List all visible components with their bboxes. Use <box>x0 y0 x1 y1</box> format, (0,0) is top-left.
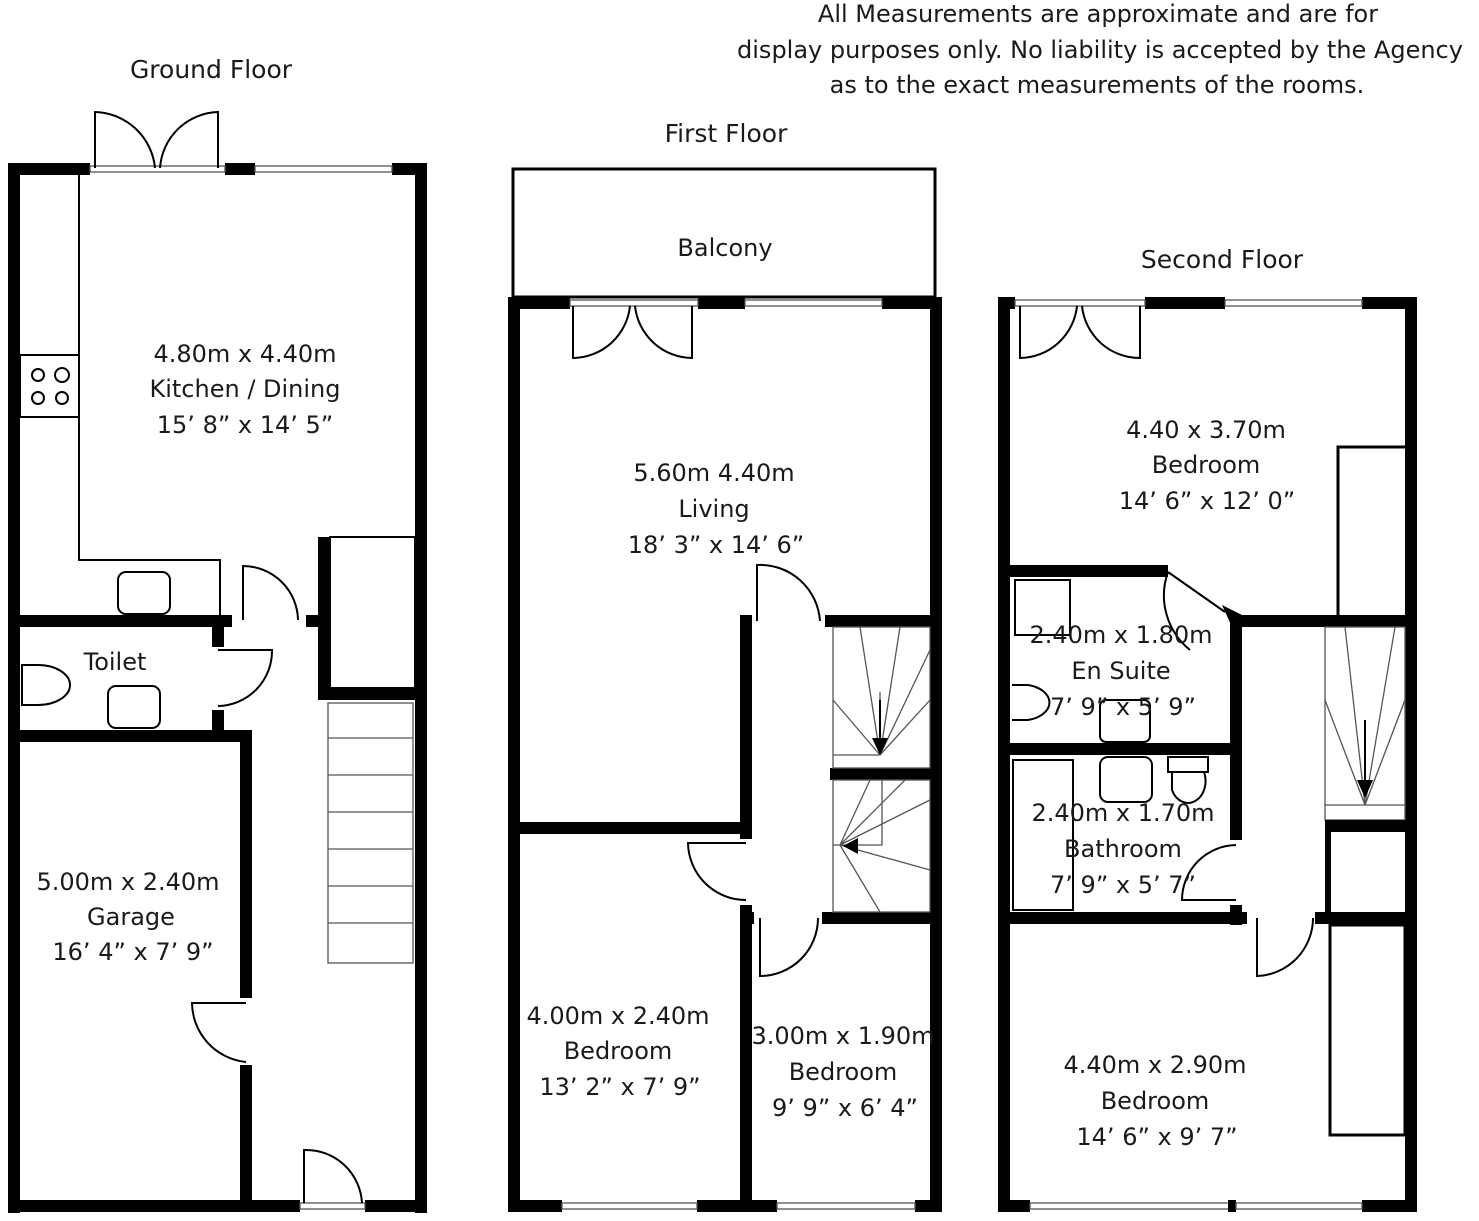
floor-title: Second Floor <box>1141 245 1304 274</box>
room-label: 4.80m x 4.40m <box>153 340 336 368</box>
shower-icon <box>1014 579 1071 636</box>
room-label: 4.00m x 2.40m <box>526 1002 709 1030</box>
door-icon <box>217 649 274 707</box>
room-label: 16’ 4” x 7’ 9” <box>52 938 213 966</box>
door-icon <box>759 917 819 978</box>
room-label: 7’ 9” x 5’ 9” <box>1050 693 1196 721</box>
basin-icon <box>107 685 161 729</box>
room-label: 13’ 2” x 7’ 9” <box>539 1073 700 1101</box>
toilet-icon <box>1012 684 1051 721</box>
door-icon <box>1180 844 1237 901</box>
door-icon <box>1019 305 1078 360</box>
sink-icon <box>117 571 171 615</box>
room-label: En Suite <box>1071 657 1170 685</box>
room-label: 2.40m x 1.70m <box>1031 799 1214 827</box>
toilet-icon <box>1167 756 1209 804</box>
door-icon <box>634 305 693 360</box>
door-icon <box>1081 305 1141 360</box>
room-label: 4.40m x 2.90m <box>1063 1051 1246 1079</box>
stairs-icon <box>1324 626 1406 821</box>
room-label: 14’ 6” x 12’ 0” <box>1119 487 1295 515</box>
toilet-icon <box>21 664 71 706</box>
basin-icon <box>1099 756 1153 803</box>
stairs-icon <box>832 626 931 913</box>
room-label: 9’ 9” x 6’ 4” <box>772 1094 918 1122</box>
door-icon <box>1256 917 1314 978</box>
door-icon <box>686 842 747 901</box>
ground-floor-plan: Ground Floor <box>8 55 427 1213</box>
door-icon <box>572 305 631 360</box>
room-label: 5.60m 4.40m <box>633 459 794 487</box>
hob-icon <box>19 354 80 418</box>
door-icon <box>242 564 299 621</box>
room-label: Bedroom <box>564 1037 673 1065</box>
disclaimer: All Measurements are approximate and are… <box>737 0 1463 99</box>
room-label: Toilet <box>83 648 147 676</box>
room-label: 18’ 3” x 14’ 6” <box>628 531 804 559</box>
room-label: Living <box>678 495 749 523</box>
bath-icon <box>1012 759 1074 911</box>
door-icon <box>94 110 156 169</box>
room-label: Bedroom <box>789 1058 898 1086</box>
door-icon <box>303 1148 363 1204</box>
room-label: Bedroom <box>1152 451 1261 479</box>
room-label: 7’ 9” x 5’ 7” <box>1050 871 1196 899</box>
room-label: Bedroom <box>1101 1087 1210 1115</box>
stairs-icon <box>327 702 414 964</box>
room-label: 2.40m x 1.80m <box>1029 621 1212 649</box>
room-label: 5.00m x 2.40m <box>36 868 219 896</box>
floor-title: Ground Floor <box>130 55 293 84</box>
disclaimer-line: All Measurements are approximate and are… <box>818 0 1378 28</box>
disclaimer-line: display purposes only. No liability is a… <box>737 36 1463 64</box>
door-icon <box>159 110 219 169</box>
room-label: Balcony <box>677 234 772 262</box>
room-label: Bathroom <box>1064 835 1182 863</box>
room-label: 14’ 6” x 9’ 7” <box>1076 1123 1237 1151</box>
floor-title: First Floor <box>665 119 788 148</box>
room-label: Garage <box>87 903 175 931</box>
room-label: 4.40 x 3.70m <box>1126 416 1286 444</box>
door-icon <box>756 563 821 622</box>
room-label: 3.00m x 1.90m <box>751 1022 934 1050</box>
disclaimer-line: as to the exact measurements of the room… <box>830 71 1365 99</box>
door-icon <box>190 1002 247 1063</box>
door-icon <box>1162 571 1226 651</box>
basin-icon <box>1099 699 1151 743</box>
room-label: Kitchen / Dining <box>149 375 340 403</box>
balcony <box>511 167 937 299</box>
second-floor-plan: Second Floor <box>998 245 1417 1212</box>
room-label: 15’ 8” x 14’ 5” <box>157 411 333 439</box>
first-floor-plan: First Floor <box>508 119 942 1212</box>
